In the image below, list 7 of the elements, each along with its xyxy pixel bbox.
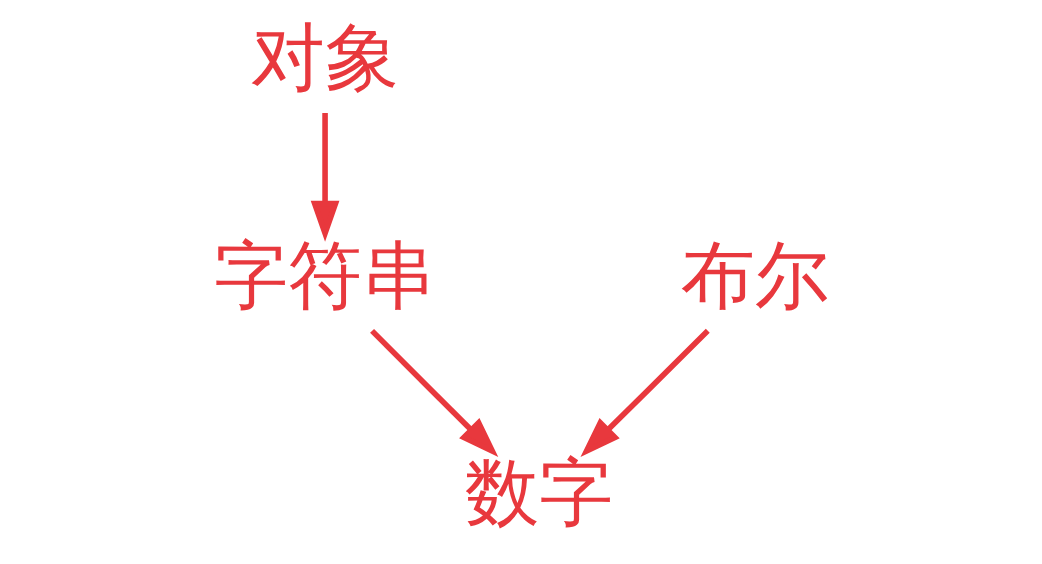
arrow [310, 113, 339, 242]
arrow [369, 328, 498, 458]
node-text: 字符串 [213, 231, 436, 319]
node-text: 数字 [464, 449, 613, 537]
arrow [579, 328, 710, 458]
node-text: 对象 [250, 13, 399, 101]
node-text: 布尔 [680, 231, 829, 319]
